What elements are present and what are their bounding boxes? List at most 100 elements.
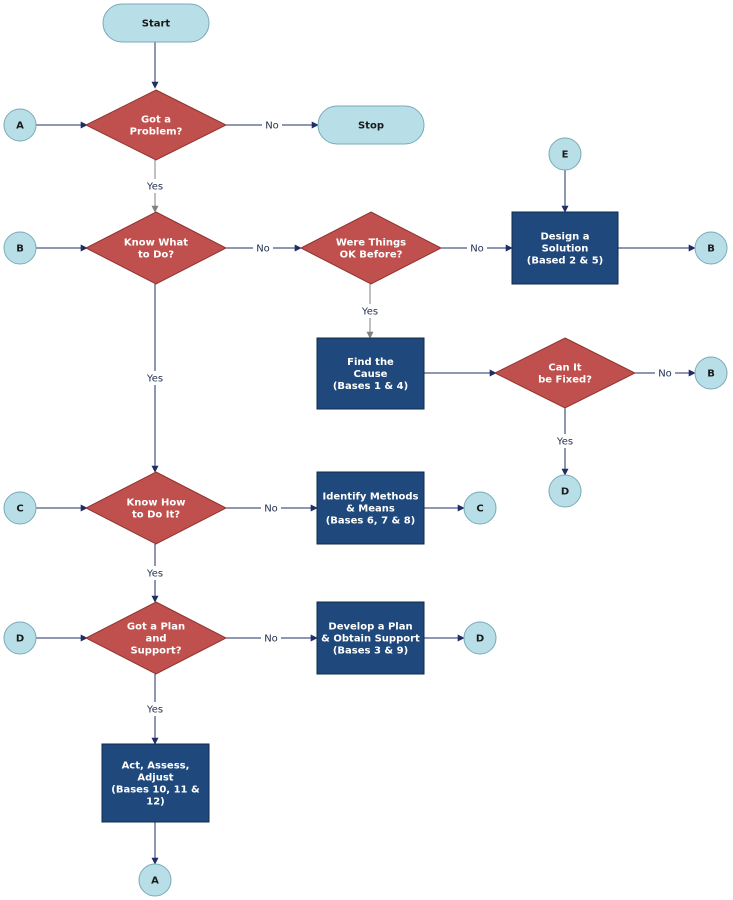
label-knowhow-yes-bg [141,566,169,580]
connector-b-fixed-label: B [707,369,715,380]
label-fixed-no: No [658,369,672,380]
identify-methods-process-label-line: (Bases 6, 7 & 8) [326,516,416,527]
start-terminal-shape [102,3,210,43]
act-assess-process-label-line: (Bases 10, 11 & [111,785,200,796]
stop-terminal[interactable]: Stop [317,105,425,145]
label-knowwhat-no-bg [253,241,273,255]
connector-c-methods-label: C [476,504,483,515]
connector-d-left[interactable]: D [3,621,37,655]
act-assess-process-label-line: 12) [146,797,165,808]
connector-d-fixed[interactable]: D [548,474,582,508]
label-fixed-yes: Yes [556,437,573,448]
got-plan-decision-label-line: Got a Plan [127,622,185,633]
connector-d-plan-label-line: D [476,634,484,645]
connector-c-left[interactable]: C [3,491,37,525]
connector-e-top[interactable]: E [548,137,582,171]
connector-c-methods-label-line: C [476,504,483,515]
develop-plan-process[interactable]: Develop a Plan& Obtain Support(Bases 3 &… [316,601,425,675]
connector-b-left-circle [3,231,37,265]
connector-b-left-label-line: B [16,244,24,255]
can-fixed-decision-label-line: be Fixed? [538,375,592,386]
connector-c-left-label-line: C [16,504,23,515]
label-plan-yes-bg [141,702,169,716]
start-terminal-label: Start [142,19,171,30]
know-how-decision-label-line: Know How [127,498,186,509]
identify-methods-process[interactable]: Identify Methods& Means(Bases 6, 7 & 8) [316,471,425,545]
label-plan-no-bg [261,631,281,645]
label-knowwhat-yes: Yes [146,374,163,385]
edges-layer [36,42,696,865]
can-fixed-decision-diamond [493,337,637,409]
connector-d-plan-circle [463,621,497,655]
connector-b-design-label: B [707,244,715,255]
connector-d-left-label-line: D [16,634,24,645]
know-what-decision-label-line: Know What [124,238,188,249]
connector-c-methods[interactable]: C [463,491,497,525]
label-problem-no: No [265,121,279,132]
connector-c-methods-circle [463,491,497,525]
label-plan-yes: Yes [146,705,163,716]
connector-a-left[interactable]: A [3,108,37,142]
label-fixed-yes-bg [551,434,579,448]
know-how-decision-diamond [84,471,228,545]
label-ok-yes-bg [356,304,384,318]
label-knowwhat-no: No [256,244,270,255]
develop-plan-process-label: Develop a Plan& Obtain Support(Bases 3 &… [321,622,420,657]
connector-d-fixed-label-line: D [561,487,569,498]
connector-c-left-label: C [16,504,23,515]
find-cause-process-label-line: Cause [354,369,388,380]
label-ok-no: No [470,244,484,255]
connector-a-left-label: A [16,121,24,132]
got-plan-decision-diamond [84,601,228,675]
label-problem-yes: Yes [146,182,163,193]
got-plan-decision-label-line: Support? [130,646,181,657]
connector-d-fixed-label: D [561,487,569,498]
act-assess-process-label: Act, Assess,Adjust(Bases 10, 11 &12) [111,761,200,808]
can-fixed-decision-label-line: Can It [548,363,581,374]
were-things-ok-decision-label-line: OK Before? [340,250,403,261]
got-problem-decision-label-line: Got a [141,115,171,126]
connector-a-bottom-label-line: A [151,876,159,887]
label-knowhow-no-bg [261,501,281,515]
act-assess-process-label-line: Adjust [137,773,173,784]
start-terminal[interactable]: Start [102,3,210,43]
connector-b-design[interactable]: B [694,231,728,265]
know-what-decision-label-line: to Do? [138,250,174,261]
connector-d-left-circle [3,621,37,655]
connector-a-bottom-label: A [151,876,159,887]
connector-d-plan[interactable]: D [463,621,497,655]
label-problem-no-bg [262,118,282,132]
stop-terminal-label-line: Stop [358,121,384,132]
know-what-decision-diamond [84,211,228,285]
connector-d-plan-label: D [476,634,484,645]
find-cause-process-label-line: Find the [347,357,394,368]
connector-b-fixed[interactable]: B [694,356,728,390]
label-problem-yes-bg [141,179,169,193]
connector-e-top-circle [548,137,582,171]
act-assess-process-label-line: Act, Assess, [122,761,190,772]
develop-plan-process-label-line: (Bases 3 & 9) [333,646,408,657]
act-assess-process[interactable]: Act, Assess,Adjust(Bases 10, 11 &12) [101,743,210,823]
connector-b-design-label-line: B [707,244,715,255]
connector-a-bottom[interactable]: A [138,863,172,897]
design-solution-process-label-line: (Based 2 & 5) [527,256,603,267]
know-how-decision-label-line: to Do It? [132,510,180,521]
connector-b-left[interactable]: B [3,231,37,265]
find-cause-process-label-line: (Bases 1 & 4) [333,381,408,392]
label-ok-yes: Yes [361,307,378,318]
connector-b-fixed-label-line: B [707,369,715,380]
